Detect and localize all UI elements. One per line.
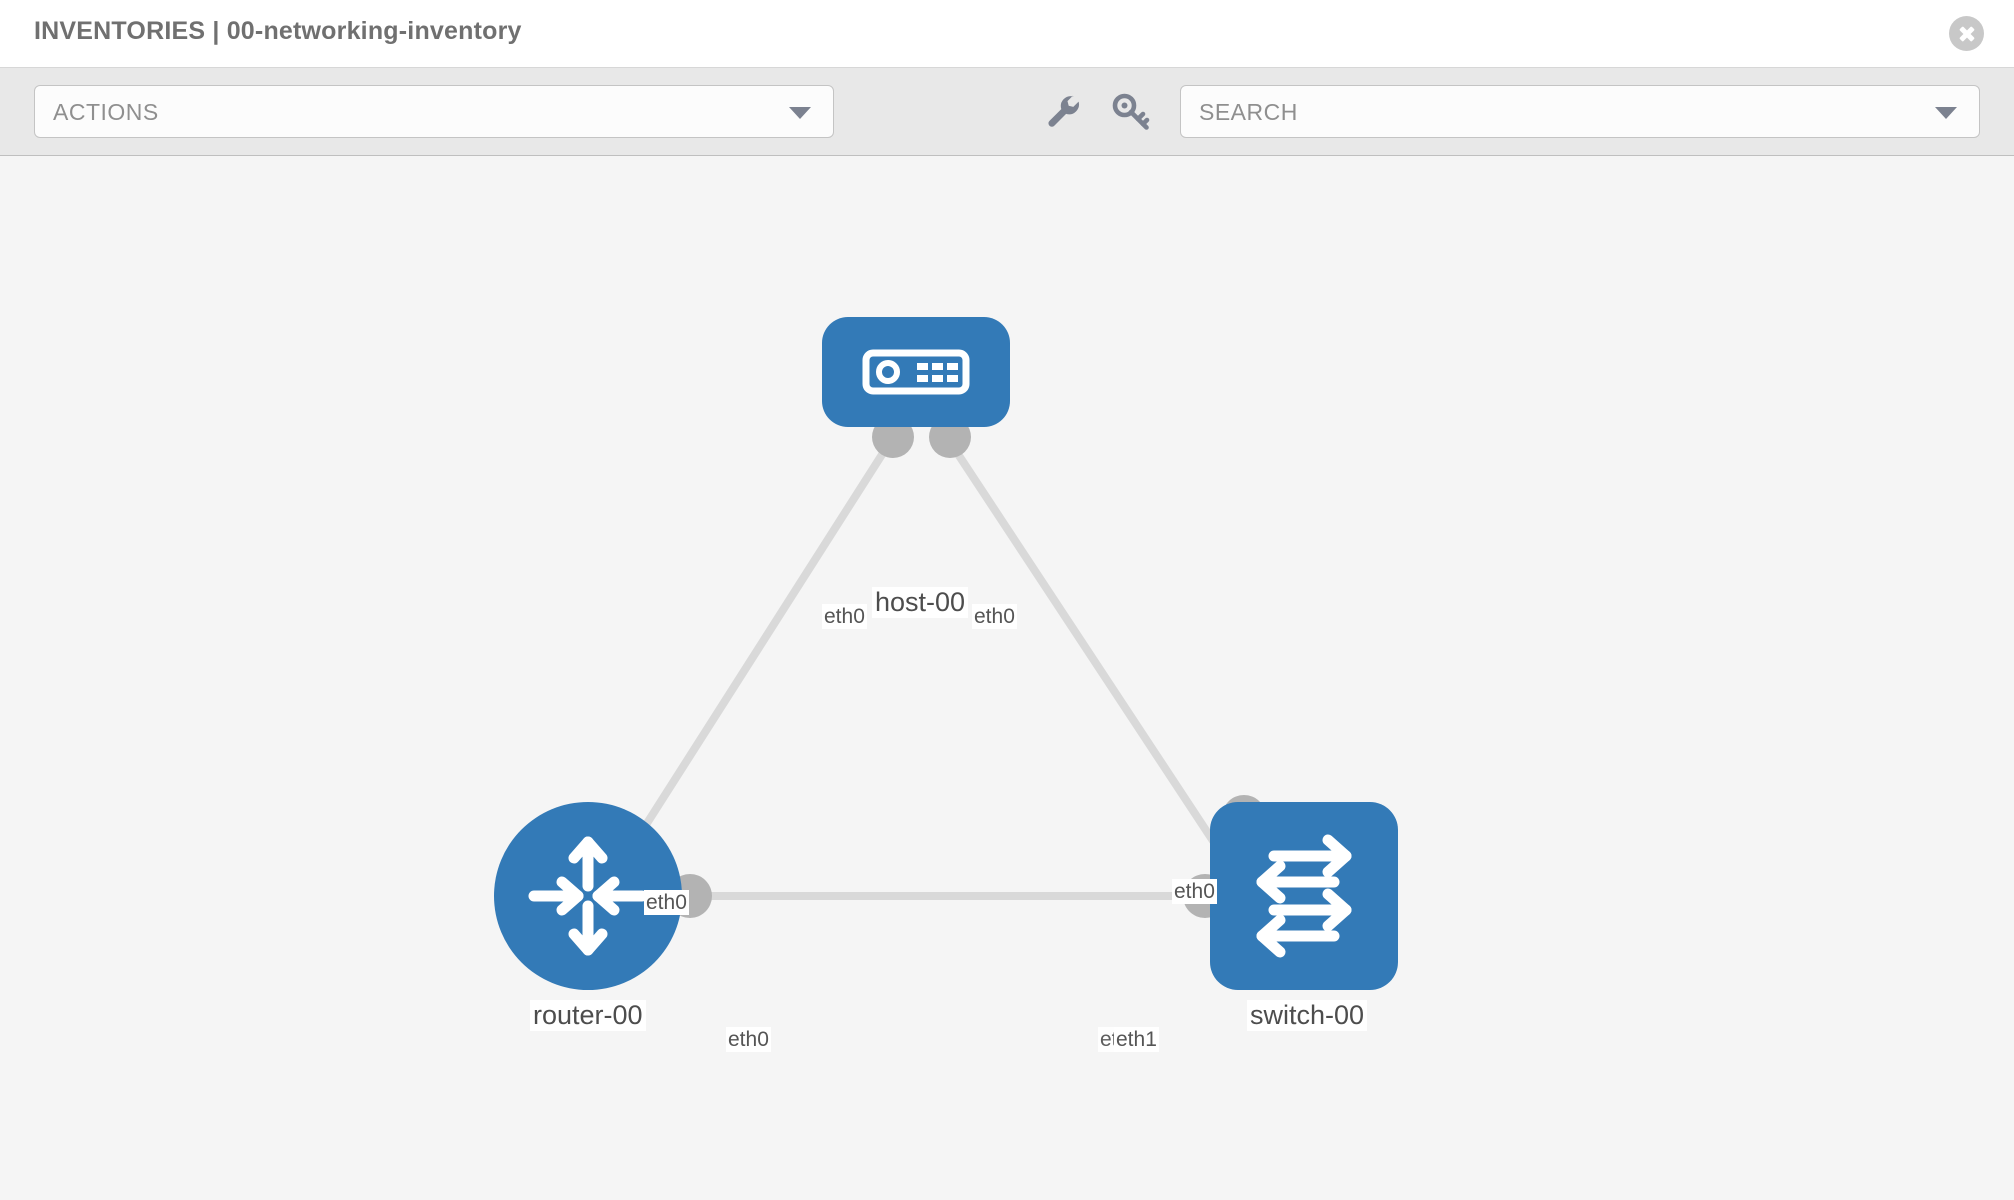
chevron-down-icon[interactable] — [1935, 106, 1957, 119]
router-arrows-icon — [528, 836, 648, 956]
server-icon — [862, 349, 970, 395]
node-label-router-00: router-00 — [530, 1000, 646, 1032]
window-header: INVENTORIES | 00-networking-inventory — [0, 0, 2014, 68]
close-icon[interactable] — [1949, 16, 1984, 51]
actions-dropdown[interactable]: ACTIONS — [34, 85, 834, 138]
link-host-router — [596, 439, 894, 900]
chevron-down-icon — [789, 106, 811, 119]
node-label-switch-00: switch-00 — [1247, 1000, 1368, 1032]
interface-label-host-left: eth0 — [822, 604, 867, 630]
search-input[interactable]: SEARCH — [1180, 85, 1980, 138]
interface-label-switch-uplink: eth0 — [1172, 879, 1217, 905]
key-icon[interactable] — [1108, 88, 1154, 134]
wrench-icon[interactable] — [1040, 88, 1086, 134]
page-title: INVENTORIES | 00-networking-inventory — [34, 17, 522, 45]
topology-graph — [596, 416, 1266, 918]
actions-dropdown-label: ACTIONS — [53, 99, 159, 125]
interface-label-router-uplink: eth0 — [644, 890, 689, 916]
topology-canvas[interactable]: host-00 router-00 switch-00 eth0 eth0 et… — [0, 157, 2014, 1200]
node-switch-00[interactable] — [1210, 802, 1398, 990]
node-host-00[interactable] — [822, 317, 1010, 427]
toolbar: ACTIONS SEARCH — [0, 68, 2014, 156]
interface-label-host-right: eth0 — [972, 604, 1017, 630]
link-host-switch — [946, 439, 1254, 900]
interface-label-router-trunk: eth0 — [726, 1027, 771, 1053]
interface-label-switch-trunk: eth1 — [1114, 1027, 1159, 1053]
node-label-host-00: host-00 — [872, 587, 969, 619]
switch-arrows-icon — [1256, 834, 1352, 958]
search-placeholder-label: SEARCH — [1199, 99, 1298, 125]
